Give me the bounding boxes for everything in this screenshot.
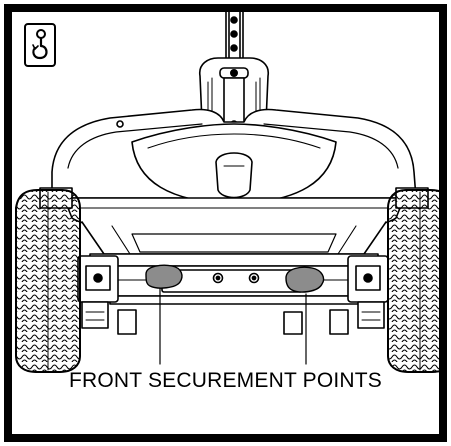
diagram-caption: FRONT SECUREMENT POINTS xyxy=(68,369,383,392)
body-shroud xyxy=(51,108,417,205)
callout-leader-lines xyxy=(159,287,307,365)
right-front-tire xyxy=(387,187,439,373)
right-axle-bracket xyxy=(283,255,389,335)
left-front-tire xyxy=(15,187,81,373)
left-axle-bracket xyxy=(77,255,137,335)
tie-down-hook-icon xyxy=(24,23,56,67)
scooter-front-illustration xyxy=(15,12,439,373)
chassis-frame xyxy=(63,197,405,305)
diagram-frame: FRONT SECUREMENT POINTS xyxy=(4,4,447,442)
left-securement-point xyxy=(145,264,183,289)
right-securement-point xyxy=(285,266,325,293)
